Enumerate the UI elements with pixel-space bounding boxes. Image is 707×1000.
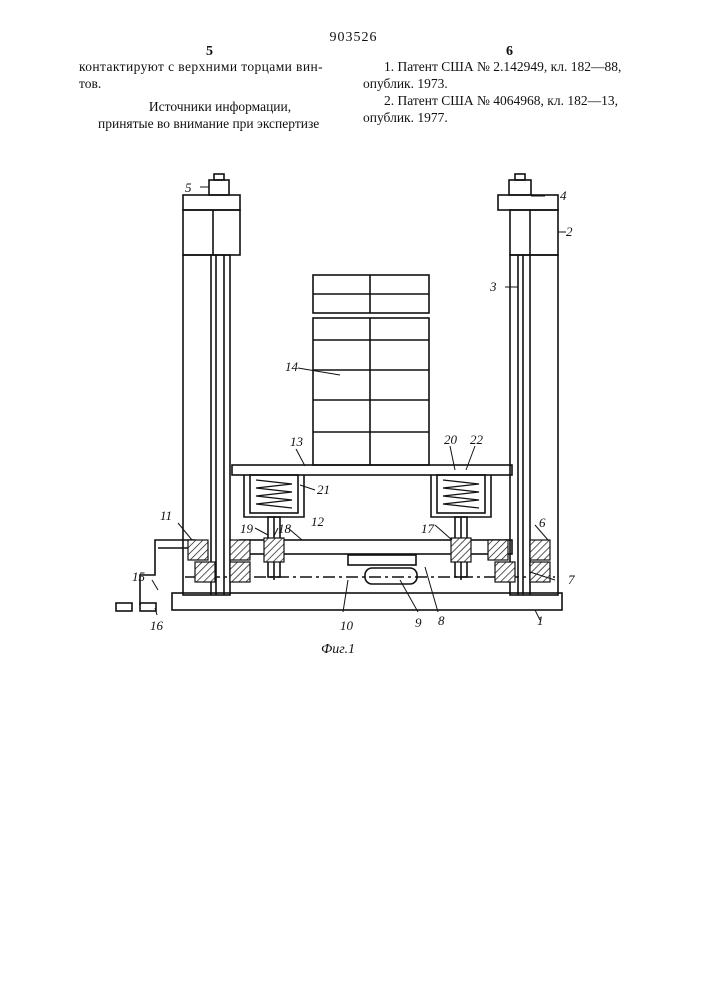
label-19: 19 <box>240 521 254 536</box>
spring-housing-left <box>244 475 304 517</box>
label-16: 16 <box>150 618 164 633</box>
motor <box>365 568 417 584</box>
platform <box>232 465 512 475</box>
label-12: 12 <box>311 514 325 529</box>
label-18: 18 <box>278 521 292 536</box>
label-9: 9 <box>415 615 422 630</box>
figure-caption: Фиг.1 <box>321 642 355 657</box>
left-column-cap <box>183 195 240 210</box>
label-17: 17 <box>421 521 435 536</box>
label-14: 14 <box>285 359 299 374</box>
label-21: 21 <box>317 482 330 497</box>
label-11: 11 <box>160 508 172 523</box>
label-15: 15 <box>132 569 146 584</box>
nut-5 <box>209 180 229 195</box>
label-10: 10 <box>340 618 354 633</box>
label-22: 22 <box>470 432 484 447</box>
bracket-8 <box>348 555 416 565</box>
label-6: 6 <box>539 515 546 530</box>
label-7: 7 <box>568 572 575 587</box>
right-column-cap <box>498 195 558 210</box>
label-1: 1 <box>537 613 544 628</box>
label-8: 8 <box>438 613 445 628</box>
label-20: 20 <box>444 432 458 447</box>
left-column-top <box>183 210 240 255</box>
label-13: 13 <box>290 434 304 449</box>
label-2: 2 <box>566 224 573 239</box>
label-3: 3 <box>489 279 497 294</box>
label-5: 5 <box>185 180 192 195</box>
nut-4 <box>509 180 531 195</box>
spring-housing-right <box>431 475 491 517</box>
label-4: 4 <box>560 188 567 203</box>
right-column-top <box>510 210 558 255</box>
